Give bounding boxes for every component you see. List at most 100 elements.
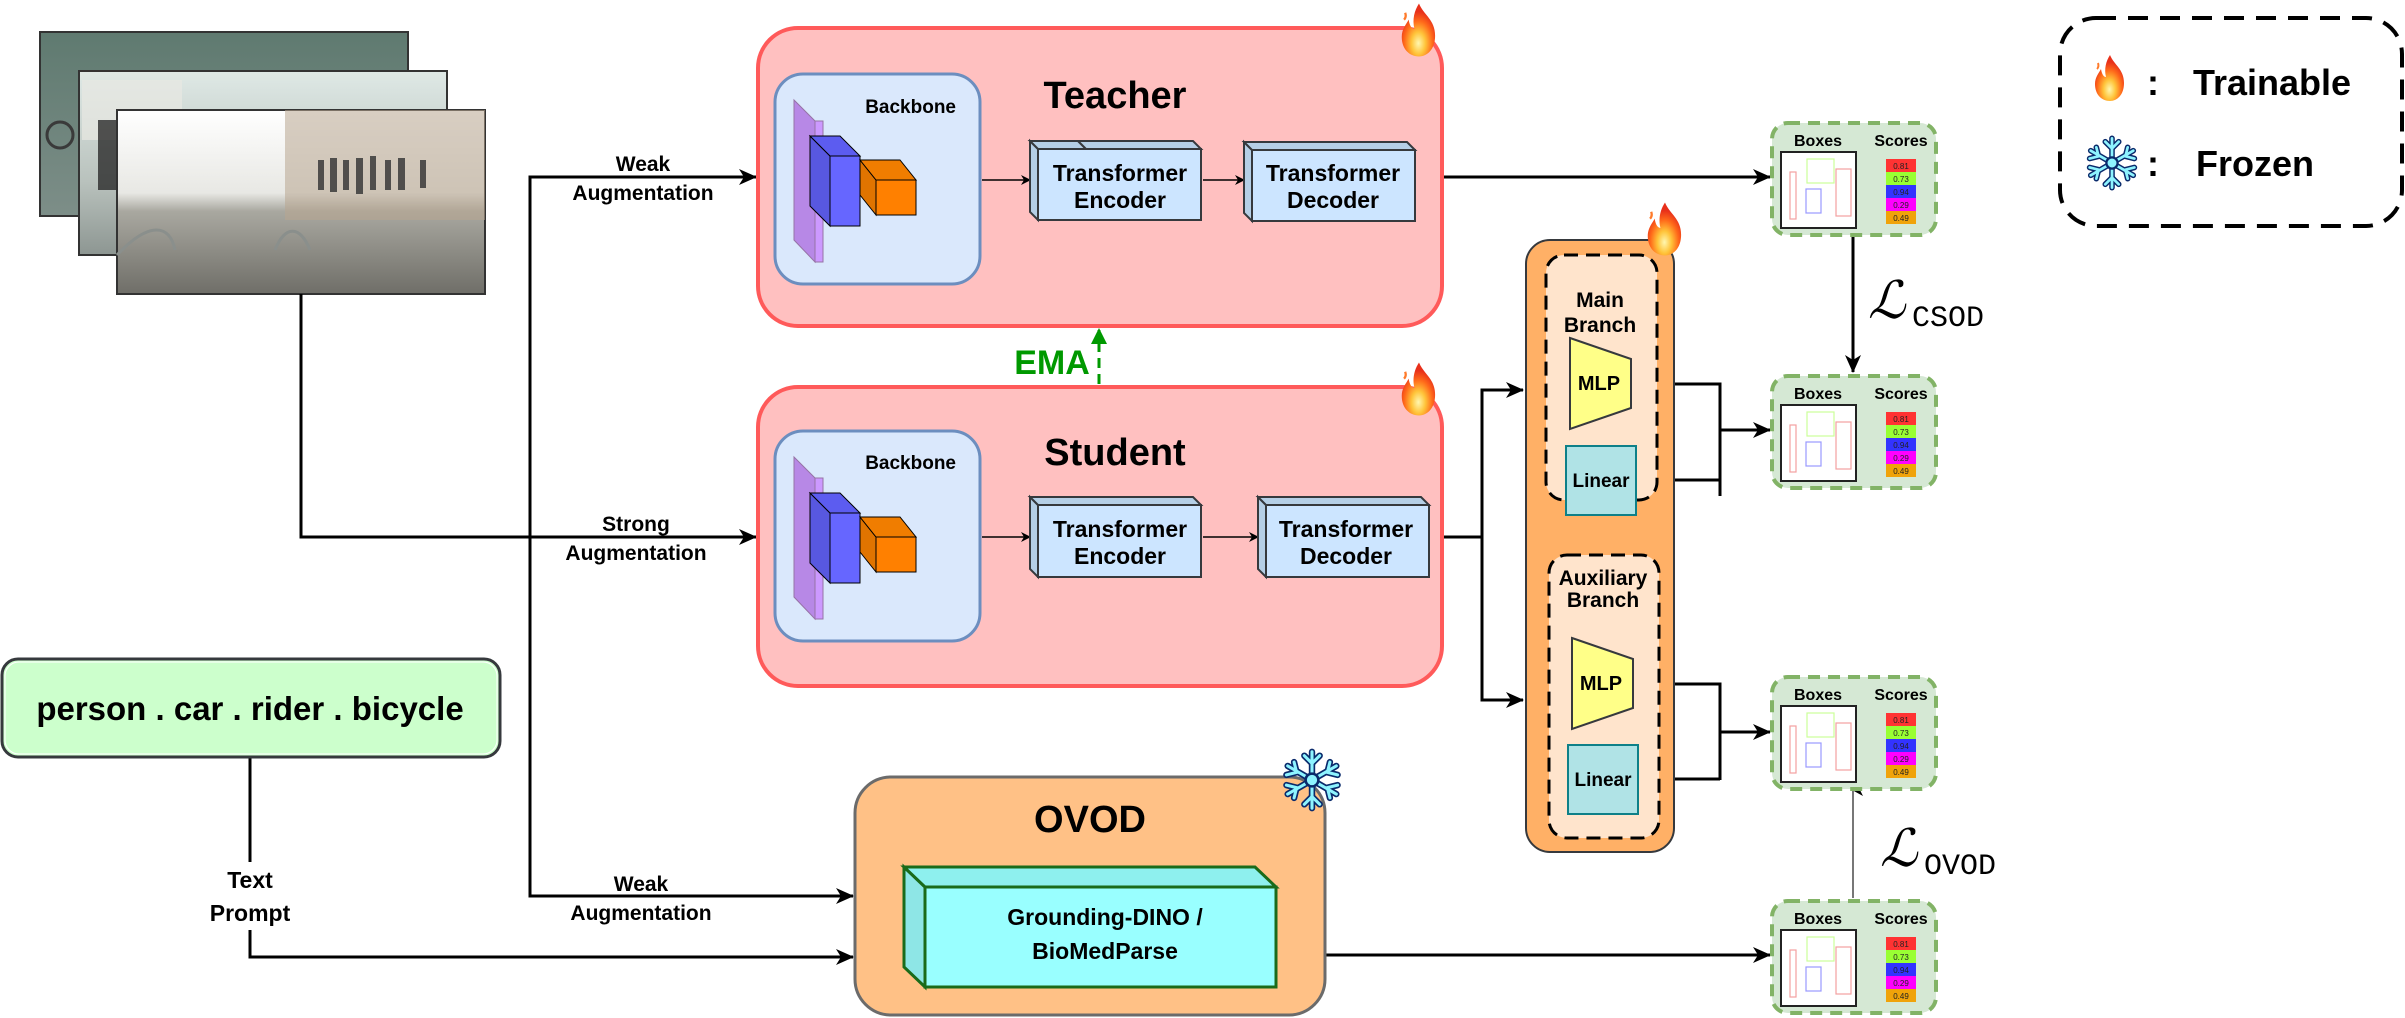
box-mark (1806, 158, 1835, 184)
box-mark (1789, 949, 1797, 998)
aux-branch-label-1: Auxiliary (1559, 567, 1648, 590)
backbone-layer-cube-blue (808, 491, 862, 585)
aux-linear-label: Linear (1574, 770, 1632, 791)
teacher-encoder-label-1: Transformer (1053, 160, 1187, 186)
edge-text-prompt-to-ovod (248, 930, 854, 965)
score-chip (1886, 198, 1916, 211)
backbone-layer-cube-blue (808, 134, 862, 228)
loss-ovod: ℒ OVOD (1880, 819, 1996, 884)
legend: : Trainable : Frozen (2058, 16, 2404, 228)
ovod-model-label-2: BioMedParse (1032, 938, 1178, 964)
ema-edge: EMA (1014, 328, 1107, 384)
box-mark (1805, 188, 1822, 214)
score-chip (1886, 464, 1916, 477)
aux-mlp-label: MLP (1580, 673, 1622, 695)
text-prompt-content: person . car . rider . bicycle (36, 690, 463, 727)
score-chip (1886, 739, 1916, 752)
teacher-decoder: Transformer Decoder (1241, 139, 1418, 224)
score-chip (1886, 950, 1916, 963)
student-encoder-label-1: Transformer (1053, 516, 1187, 542)
aux-mlp: MLP (1571, 636, 1634, 731)
teacher-title: Teacher (1044, 75, 1187, 117)
loss-ovod-symbol: ℒ (1880, 819, 1919, 879)
score-value: 0.73 (1893, 953, 1909, 962)
aux-branch-label-2: Branch (1567, 589, 1639, 612)
backbone-layer-cube-orange (858, 515, 918, 574)
score-chip (1886, 765, 1916, 778)
score-value: 0.73 (1893, 729, 1909, 738)
aux-branch: Auxiliary Branch MLP Linear (1547, 553, 1661, 840)
score-chip (1886, 425, 1916, 438)
score-value: 0.94 (1893, 188, 1909, 197)
box-mark (1789, 424, 1797, 473)
main-mlp: MLP (1569, 336, 1632, 431)
main-linear-label: Linear (1572, 471, 1630, 492)
boxes-label: Boxes (1794, 911, 1842, 928)
edge-student-to-main (1480, 382, 1524, 537)
loss-csod-symbol: ℒ (1868, 271, 1907, 331)
loss-csod-subscript: CSOD (1912, 302, 1984, 336)
label-weak-aug-teacher-2: Augmentation (572, 182, 713, 205)
teacher-backbone: Backbone (773, 72, 982, 286)
main-branch-label-2: Branch (1564, 314, 1636, 337)
detection-heads: Main Branch MLP Linear Auxiliary Branch … (1525, 201, 1683, 853)
box-mark (1789, 725, 1797, 774)
boxes-preview (1780, 705, 1857, 783)
score-chip (1886, 211, 1916, 224)
scores-label: Scores (1874, 687, 1927, 704)
box-mark (1805, 742, 1822, 768)
student-backbone: Backbone (773, 429, 982, 643)
label-weak-aug-ovod-2: Augmentation (570, 902, 711, 925)
teacher-decoder-label-2: Decoder (1287, 187, 1379, 213)
teacher-fire-icon (1400, 2, 1437, 58)
student-title: Student (1044, 432, 1186, 474)
backbone-layer-cube-orange (858, 158, 918, 217)
score-chip (1886, 172, 1916, 185)
score-chip (1886, 713, 1916, 726)
score-value: 0.94 (1893, 742, 1909, 751)
ovod-model-label-1: Grounding-DINO / (1007, 904, 1203, 930)
score-value: 0.94 (1893, 966, 1909, 975)
main-branch: Main Branch MLP Linear (1544, 253, 1659, 516)
label-weak-aug-ovod-1: Weak (614, 873, 669, 896)
edge-student-to-aux (1480, 537, 1524, 708)
legend-separator-1: : (2147, 62, 2159, 103)
main-mlp-label: MLP (1578, 373, 1620, 395)
score-value: 0.29 (1893, 454, 1909, 463)
main-branch-label-1: Main (1576, 289, 1624, 312)
box-mark (1805, 966, 1822, 992)
score-value: 0.49 (1893, 467, 1909, 476)
box-mark (1835, 722, 1852, 771)
legend-separator-2: : (2147, 143, 2159, 184)
score-chip (1886, 451, 1916, 464)
heads-fire-icon (1646, 201, 1683, 257)
score-chip (1886, 989, 1916, 1002)
label-strong-aug-1: Strong (602, 513, 670, 536)
student-decoder-label-1: Transformer (1279, 516, 1413, 542)
score-chip (1886, 752, 1916, 765)
label-strong-aug-2: Augmentation (565, 542, 706, 565)
edge-image-to-student (299, 294, 757, 545)
aux-linear: Linear (1567, 744, 1639, 815)
student-encoder-label-2: Encoder (1074, 543, 1166, 569)
main-linear: Linear (1565, 445, 1637, 516)
score-value: 0.81 (1893, 716, 1909, 725)
score-value: 0.94 (1893, 441, 1909, 450)
score-value: 0.49 (1893, 768, 1909, 777)
boxes-preview (1780, 404, 1857, 482)
edge-weak-to-teacher (528, 169, 757, 537)
loss-ovod-subscript: OVOD (1924, 850, 1996, 884)
score-value: 0.29 (1893, 979, 1909, 988)
teacher-decoder-label-1: Transformer (1266, 160, 1400, 186)
boxes-preview (1780, 929, 1857, 1007)
student-decoder: Transformer Decoder (1255, 494, 1432, 580)
legend-frozen-label: Frozen (2196, 143, 2314, 184)
text-prompt-box: person . car . rider . bicycle (0, 657, 502, 759)
score-chip (1886, 412, 1916, 425)
score-value: 0.29 (1893, 755, 1909, 764)
scores-label: Scores (1874, 133, 1927, 150)
